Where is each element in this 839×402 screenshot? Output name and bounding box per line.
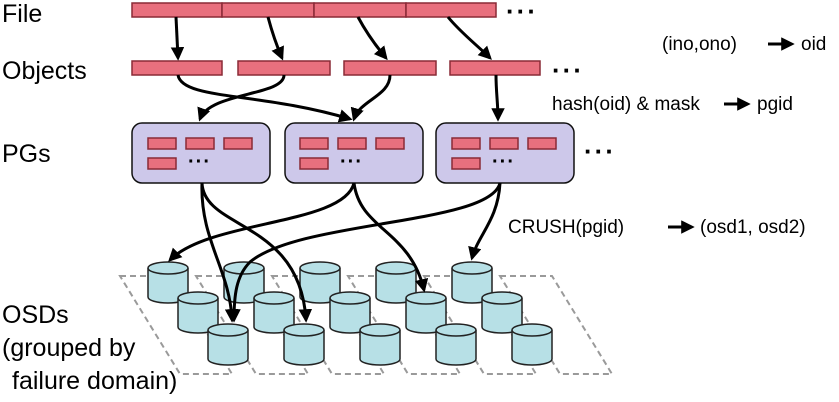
- pg-hash-input: hash(oid) & mask: [552, 94, 700, 115]
- arrow: [350, 74, 392, 122]
- osd-disk-icon: [329, 291, 371, 334]
- arrow: [200, 182, 313, 323]
- arrow: [446, 16, 492, 60]
- file-segment: [405, 2, 497, 18]
- arrow: [197, 74, 286, 122]
- osd-disk-icon: [283, 323, 325, 366]
- osd-disks: [147, 261, 553, 366]
- failure-domain-tile: [498, 275, 614, 375]
- osd-disk-icon: [207, 323, 249, 366]
- osd-disk-icon: [511, 323, 553, 366]
- objects-ellipsis: ···: [552, 55, 584, 85]
- arrow: [352, 182, 429, 293]
- crush-input: CRUSH(pgid): [508, 217, 624, 238]
- pg-box: ···: [284, 122, 424, 184]
- file-segment: [131, 2, 223, 18]
- object-box: [237, 60, 331, 76]
- object-to-pg-arrows: [176, 74, 505, 123]
- arrow: [227, 182, 502, 323]
- pg-box: ···: [435, 122, 575, 184]
- arrow: [168, 182, 356, 262]
- osds-label: OSDs: [2, 301, 69, 329]
- osd-disk-icon: [359, 323, 401, 366]
- osd-disk-icon: [435, 323, 477, 366]
- osd-disk-icon: [451, 261, 493, 304]
- file-segment: [221, 2, 315, 18]
- arrow: [491, 74, 505, 122]
- pg-hash-output: pgid: [757, 94, 793, 115]
- object-box: [449, 60, 541, 76]
- file-label: File: [2, 0, 42, 28]
- pg-ellipsis: ···: [492, 151, 515, 173]
- file-ellipsis: ···: [506, 0, 538, 26]
- osd-disk-icon: [253, 291, 295, 334]
- pg-hash-note: hash(oid) & mask pgid: [552, 94, 793, 115]
- object-id-note: (ino,ono) oid: [662, 34, 826, 55]
- pg-to-osd-arrows: [168, 182, 502, 323]
- object-id-input: (ino,ono): [662, 34, 737, 55]
- arrow: [176, 74, 353, 123]
- file-segment: [313, 2, 407, 18]
- osds-label-failure-domain: failure domain): [12, 367, 177, 395]
- arrow: [356, 16, 388, 61]
- object-boxes: [131, 60, 541, 76]
- object-id-output: oid: [801, 34, 826, 55]
- osd-disk-icon: [299, 261, 341, 304]
- file-segments: [131, 2, 497, 18]
- object-box: [131, 60, 223, 76]
- osd-disk-icon: [405, 291, 447, 334]
- arrow: [170, 16, 185, 61]
- osd-disk-icon: [177, 291, 219, 334]
- osds-label-grouped: (grouped by: [2, 334, 136, 362]
- pg-box: ···: [131, 122, 271, 184]
- pgs-ellipsis: ···: [584, 136, 616, 166]
- crush-note: CRUSH(pgid) (osd1, osd2): [508, 217, 806, 238]
- objects-label: Objects: [2, 57, 87, 85]
- pg-ellipsis: ···: [188, 151, 211, 173]
- crush-output: (osd1, osd2): [700, 217, 806, 238]
- arrow: [266, 16, 284, 61]
- file-to-object-arrows: [170, 16, 492, 61]
- pgs-label: PGs: [2, 140, 51, 168]
- arrow: [468, 182, 502, 261]
- object-box: [343, 60, 437, 76]
- arrow: [200, 182, 239, 323]
- osd-disk-icon: [481, 291, 523, 334]
- pg-ellipsis: ···: [340, 151, 363, 173]
